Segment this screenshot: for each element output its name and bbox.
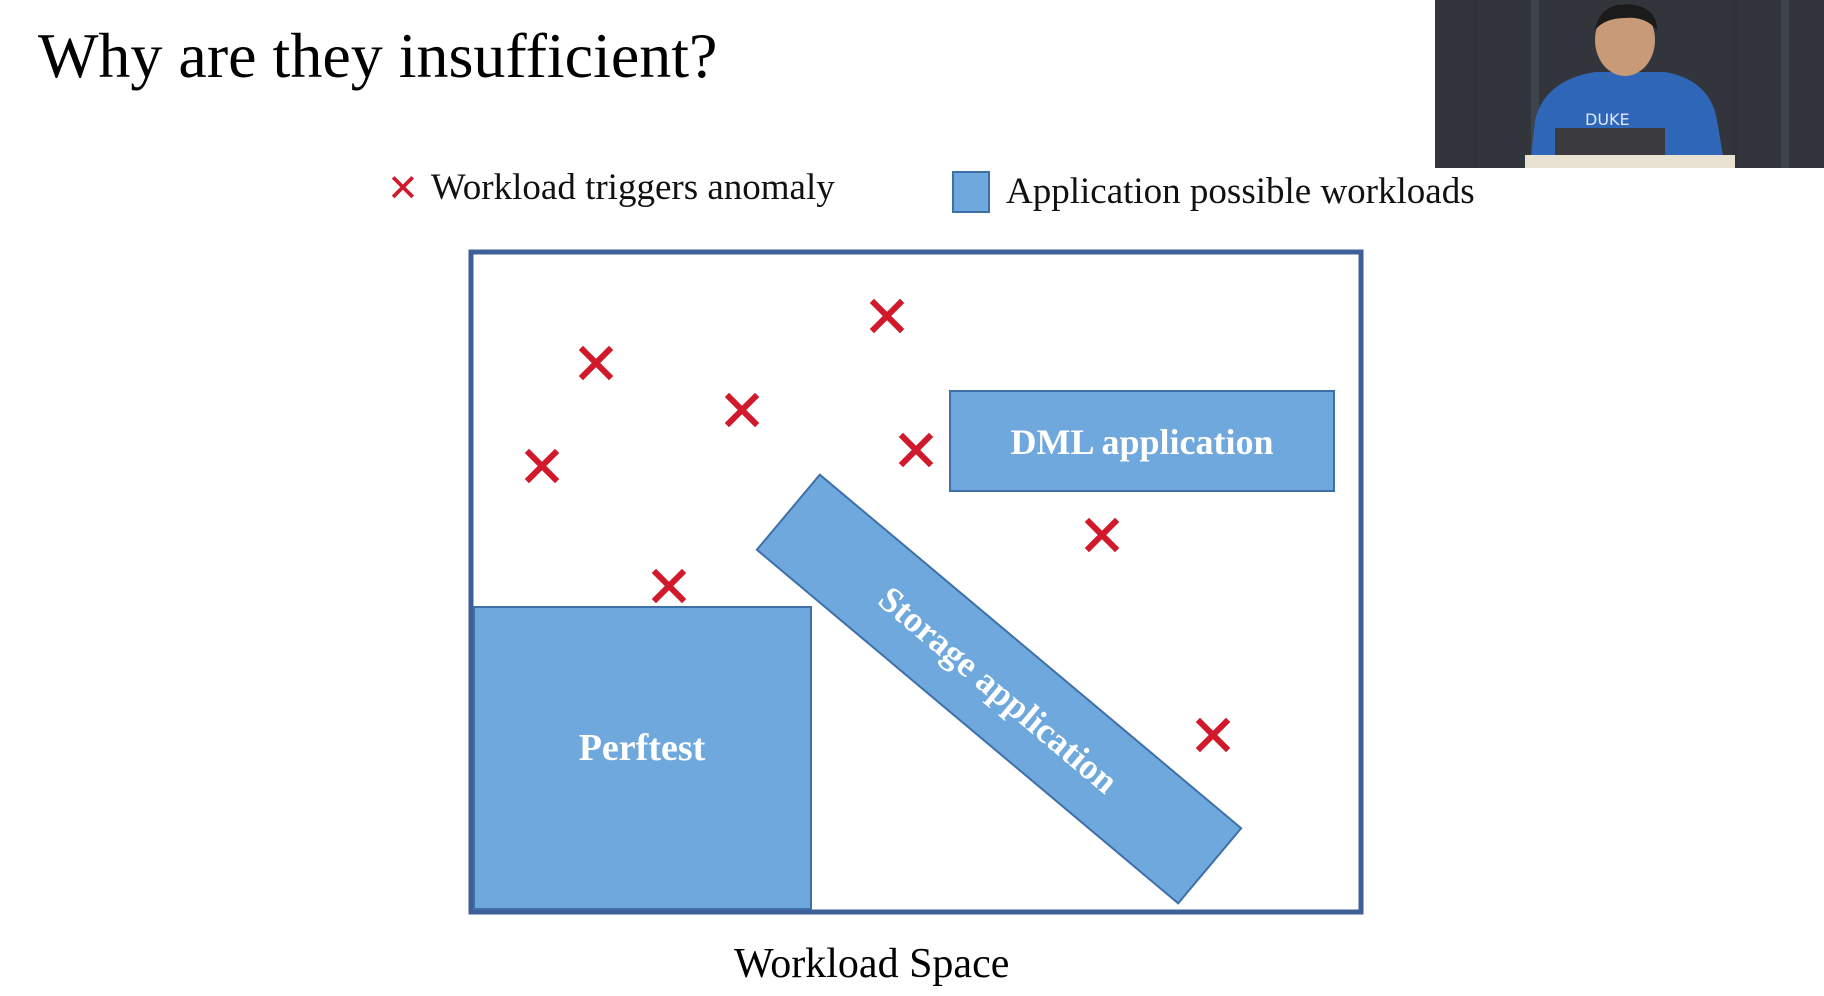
region-perftest: Perftest <box>473 606 812 910</box>
anomaly-marker <box>651 568 687 604</box>
anomaly-marker <box>578 345 614 381</box>
legend-swatch <box>952 170 990 213</box>
anomaly-marker <box>1084 517 1120 553</box>
anomaly-marker <box>524 448 560 484</box>
anomaly-marker <box>724 392 760 428</box>
anomaly-marker <box>869 298 905 334</box>
legend-workloads-label: Application possible workloads <box>1006 171 1475 212</box>
region-perftest-label: Perftest <box>579 727 706 769</box>
svg-text:DUKE: DUKE <box>1585 110 1630 129</box>
cross-icon: ✕ <box>387 165 419 210</box>
legend-workloads: Application possible workloads <box>952 170 1475 213</box>
presenter-video: DUKE <box>1435 0 1824 168</box>
slide-title: Why are they insufficient? <box>38 20 718 91</box>
anomaly-marker <box>898 432 934 468</box>
region-dml-label: DML application <box>1010 422 1273 462</box>
anomaly-markers <box>524 298 1231 753</box>
region-dml: DML application <box>949 390 1335 492</box>
anomaly-marker <box>1195 717 1231 753</box>
diagram-caption: Workload Space <box>734 941 1010 987</box>
legend-anomaly: ✕ Workload triggers anomaly <box>387 166 835 209</box>
legend-anomaly-label: Workload triggers anomaly <box>430 167 835 208</box>
presenter-video-icon: DUKE <box>1435 0 1824 168</box>
